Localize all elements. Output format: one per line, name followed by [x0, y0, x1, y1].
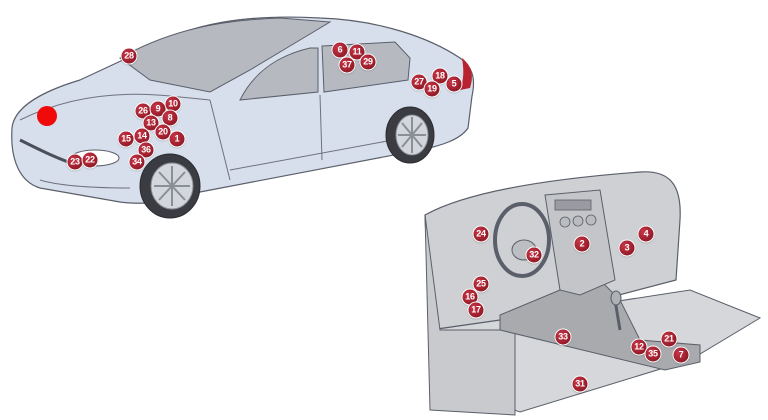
location-marker-31[interactable]: 31 — [572, 376, 588, 392]
location-marker-6[interactable]: 6 — [332, 42, 348, 58]
location-marker-27[interactable]: 27 — [411, 74, 427, 90]
location-marker-34[interactable]: 34 — [129, 154, 145, 170]
location-marker-29[interactable]: 29 — [360, 54, 376, 70]
location-marker-15[interactable]: 15 — [118, 131, 134, 147]
selected-location-hotspot[interactable] — [37, 106, 57, 126]
location-marker-4[interactable]: 4 — [638, 226, 654, 242]
location-marker-18[interactable]: 18 — [432, 68, 448, 84]
location-marker-10[interactable]: 10 — [165, 96, 181, 112]
location-marker-24[interactable]: 24 — [473, 226, 489, 242]
location-marker-37[interactable]: 37 — [339, 57, 355, 73]
location-marker-19[interactable]: 19 — [424, 81, 440, 97]
location-marker-14[interactable]: 14 — [134, 128, 150, 144]
location-marker-16[interactable]: 16 — [462, 289, 478, 305]
location-marker-1[interactable]: 1 — [169, 131, 185, 147]
location-marker-11[interactable]: 11 — [349, 44, 365, 60]
location-marker-21[interactable]: 21 — [661, 331, 677, 347]
location-marker-22[interactable]: 22 — [82, 152, 98, 168]
location-marker-33[interactable]: 33 — [555, 329, 571, 345]
location-marker-23[interactable]: 23 — [67, 154, 83, 170]
location-marker-7[interactable]: 7 — [673, 347, 689, 363]
location-marker-36[interactable]: 36 — [138, 142, 154, 158]
location-marker-20[interactable]: 20 — [155, 124, 171, 140]
location-marker-13[interactable]: 13 — [143, 115, 159, 131]
location-marker-3[interactable]: 3 — [619, 240, 635, 256]
location-marker-35[interactable]: 35 — [645, 346, 661, 362]
location-marker-32[interactable]: 32 — [526, 247, 542, 263]
location-marker-25[interactable]: 25 — [473, 276, 489, 292]
location-marker-17[interactable]: 17 — [468, 302, 484, 318]
location-marker-2[interactable]: 2 — [574, 236, 590, 252]
location-marker-5[interactable]: 5 — [446, 76, 462, 92]
location-marker-26[interactable]: 26 — [135, 103, 151, 119]
location-marker-9[interactable]: 9 — [150, 101, 166, 117]
location-marker-28[interactable]: 28 — [121, 48, 137, 64]
location-marker-12[interactable]: 12 — [631, 339, 647, 355]
location-marker-8[interactable]: 8 — [162, 110, 178, 126]
